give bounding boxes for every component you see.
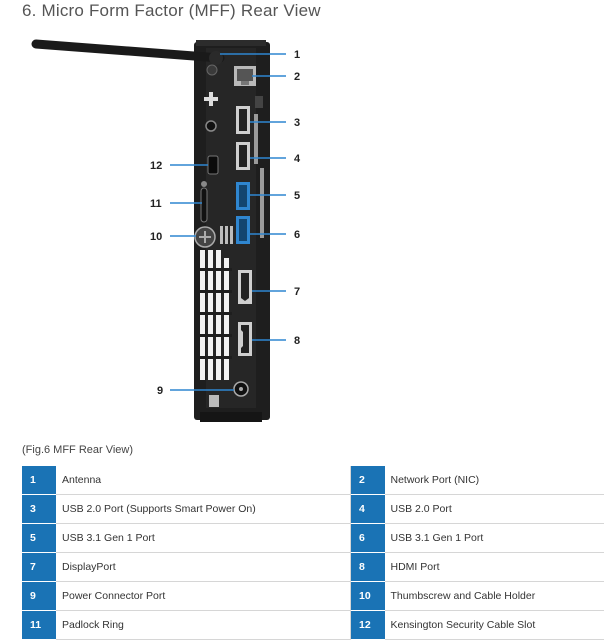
legend-label: Antenna bbox=[56, 466, 351, 495]
callout-number: 11 bbox=[150, 198, 162, 210]
figure-caption: (Fig.6 MFF Rear View) bbox=[22, 444, 133, 456]
legend-number: 5 bbox=[22, 524, 56, 553]
displayport-icon bbox=[238, 270, 252, 304]
chassis-top-cap bbox=[196, 40, 266, 46]
chassis-bottom-foot bbox=[200, 412, 262, 422]
legend-number: 10 bbox=[351, 582, 385, 611]
table-row: 5 USB 3.1 Gen 1 Port 6 USB 3.1 Gen 1 Por… bbox=[22, 524, 604, 553]
callout-number: 10 bbox=[150, 231, 162, 243]
legend-number: 3 bbox=[22, 495, 56, 524]
usb2-port-icon bbox=[236, 106, 250, 134]
usb2-port-icon bbox=[236, 142, 250, 170]
callout-number: 1 bbox=[294, 49, 300, 61]
legend-number: 4 bbox=[351, 495, 385, 524]
legend-number: 8 bbox=[351, 553, 385, 582]
legend-number: 1 bbox=[22, 466, 56, 495]
legend-label: USB 3.1 Gen 1 Port bbox=[385, 524, 604, 553]
legend-label: Kensington Security Cable Slot bbox=[385, 611, 604, 640]
legend-label: HDMI Port bbox=[385, 553, 604, 582]
legend-label: DisplayPort bbox=[56, 553, 351, 582]
legend-table: 1 Antenna 2 Network Port (NIC) 3 USB 2.0… bbox=[22, 466, 604, 640]
table-row: 3 USB 2.0 Port (Supports Smart Power On)… bbox=[22, 495, 604, 524]
kensington-slot-icon bbox=[208, 156, 218, 174]
legend-number: 2 bbox=[351, 466, 385, 495]
callout-number: 7 bbox=[294, 286, 300, 298]
legend-label: USB 2.0 Port (Supports Smart Power On) bbox=[56, 495, 351, 524]
legend-number: 7 bbox=[22, 553, 56, 582]
legend-label: Thumbscrew and Cable Holder bbox=[385, 582, 604, 611]
legend-label: Power Connector Port bbox=[56, 582, 351, 611]
callout-number: 2 bbox=[294, 71, 300, 83]
table-row: 11 Padlock Ring 12 Kensington Security C… bbox=[22, 611, 604, 640]
thumbscrew-icon bbox=[195, 227, 215, 247]
page-title: 6. Micro Form Factor (MFF) Rear View bbox=[22, 1, 321, 21]
usb3-port-icon bbox=[236, 216, 250, 244]
callout-number: 4 bbox=[294, 153, 301, 165]
usb3-port-icon bbox=[236, 182, 250, 210]
callout-number: 6 bbox=[294, 229, 300, 241]
legend-label: USB 2.0 Port bbox=[385, 495, 604, 524]
legend-label: Network Port (NIC) bbox=[385, 466, 604, 495]
callout-number: 3 bbox=[294, 117, 300, 129]
legend-number: 12 bbox=[351, 611, 385, 640]
legend-number: 11 bbox=[22, 611, 56, 640]
mff-rear-view-figure: 1 2 3 4 5 6 7 8 9 10 11 12 bbox=[0, 28, 604, 428]
callout-number: 8 bbox=[294, 335, 300, 347]
legend-number: 6 bbox=[351, 524, 385, 553]
legend-label: Padlock Ring bbox=[56, 611, 351, 640]
table-row: 1 Antenna 2 Network Port (NIC) bbox=[22, 466, 604, 495]
callout-number: 12 bbox=[150, 160, 162, 172]
audio-jack-icon bbox=[206, 121, 216, 131]
power-connector-icon bbox=[234, 382, 248, 396]
hdmi-port-icon bbox=[238, 322, 252, 356]
legend-number: 9 bbox=[22, 582, 56, 611]
callout-number: 5 bbox=[294, 190, 300, 202]
legend-label: USB 3.1 Gen 1 Port bbox=[56, 524, 351, 553]
table-row: 7 DisplayPort 8 HDMI Port bbox=[22, 553, 604, 582]
table-row: 9 Power Connector Port 10 Thumbscrew and… bbox=[22, 582, 604, 611]
callout-number: 9 bbox=[157, 385, 163, 397]
